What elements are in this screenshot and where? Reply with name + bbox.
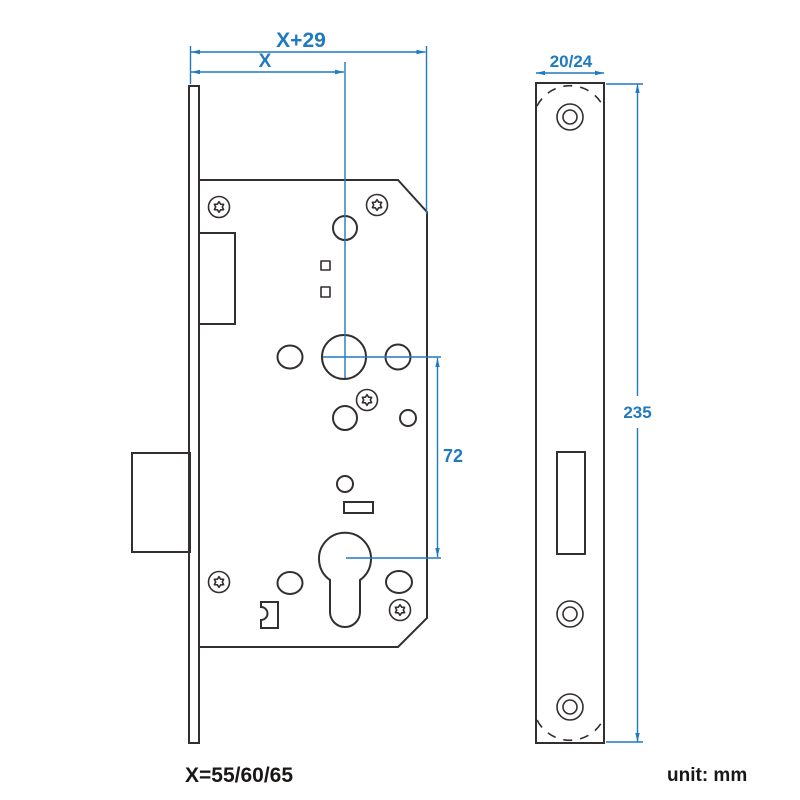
- dim-label-total-width: X+29: [276, 29, 326, 52]
- note-unit: unit: mm: [667, 765, 747, 786]
- square-hole: [320, 260, 331, 271]
- hole: [385, 570, 413, 594]
- deadbolt: [131, 452, 191, 553]
- arrowhead: [536, 70, 545, 76]
- arrowhead: [635, 733, 640, 742]
- front-view-dimensions: X+29 X 72: [189, 29, 463, 559]
- forend-plate: [535, 82, 605, 744]
- arrowhead: [435, 548, 440, 557]
- dim-label-backset: X: [259, 51, 272, 72]
- slot-hole: [343, 501, 374, 514]
- hole: [336, 475, 354, 493]
- dashed-corner-arc: [536, 85, 604, 107]
- notched-tab: [260, 601, 279, 629]
- hole: [276, 571, 304, 595]
- deadbolt-cutout: [556, 451, 586, 555]
- note-backset-values: X=55/60/65: [185, 764, 293, 787]
- hole: [332, 405, 358, 431]
- lock-front-view: [131, 85, 428, 744]
- latch-bolt: [198, 232, 236, 325]
- arrowhead: [595, 70, 604, 76]
- arrowhead: [416, 49, 426, 55]
- arrowhead: [191, 49, 200, 55]
- dim-label-forend-height: 235: [623, 403, 651, 422]
- arrowhead: [191, 69, 200, 75]
- lock-case-body: [198, 179, 428, 648]
- hole: [399, 409, 417, 427]
- forend-side-view: [535, 82, 605, 744]
- hole: [276, 344, 304, 370]
- arrowhead: [435, 358, 440, 367]
- dim-label-forend-width: 20/24: [550, 52, 593, 71]
- arrowhead: [635, 84, 640, 93]
- dim-label-centers: 72: [443, 446, 463, 466]
- side-view-dimensions: 20/24 235: [536, 52, 652, 743]
- arrowhead: [335, 69, 344, 75]
- dashed-corner-arc: [536, 719, 604, 741]
- footer-notes: X=55/60/65 unit: mm: [185, 764, 747, 787]
- square-hole: [320, 286, 331, 298]
